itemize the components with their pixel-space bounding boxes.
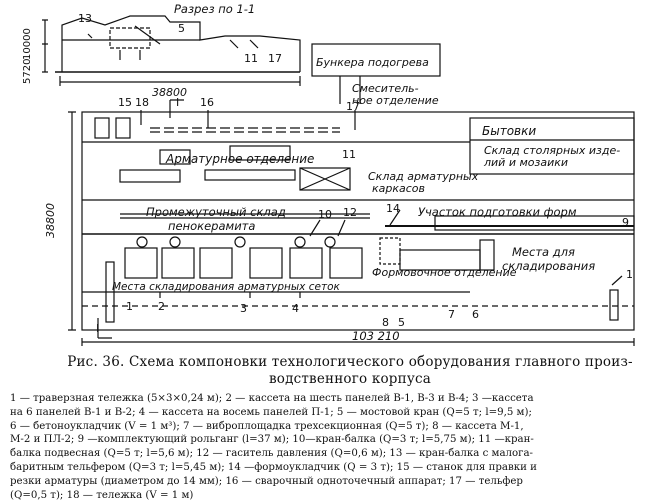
label-8: 8 — [382, 316, 389, 329]
legend-line: М-2 и ПЛ-2; 9 —комплектующий рольганг (l… — [10, 434, 534, 446]
legend-line: на 6 панелей В-1 и В-2; 4 — кассета на в… — [10, 406, 532, 418]
label-11: 11 — [342, 148, 356, 161]
caption-line-1: Рис. 36. Схема компоновки технологическо… — [67, 354, 633, 370]
label-1-right: 1 — [626, 268, 633, 281]
label-10: 10 — [318, 208, 332, 221]
caption-line-2: водственного корпуса — [268, 371, 432, 387]
label-12: 12 — [343, 206, 357, 219]
label-armature: Арматурное отделение — [165, 152, 314, 166]
label-warehouse-frames-1: Склад арматурных — [368, 170, 479, 183]
label-7: 7 — [448, 308, 455, 321]
label-13: 13 — [78, 12, 92, 25]
label-2: 2 — [158, 300, 165, 313]
figure-caption: Рис. 36. Схема компоновки технологическо… — [40, 354, 660, 388]
legend-line: 1 — траверзная тележка (5×3×0,24 м); 2 —… — [10, 393, 534, 404]
legend-line: (Q=0,5 т); 18 — тележка (V = 1 м) — [10, 489, 194, 501]
label-armature-nets-storage: Места складирования арматурных сеток — [112, 281, 341, 293]
label-3: 3 — [240, 302, 247, 315]
dim-plan-depth: 38800 — [44, 203, 57, 238]
section-mark-top: I — [176, 96, 179, 109]
dim-height-1: 10000 — [22, 28, 33, 60]
label-intermediate-1: Промежуточный склад — [146, 205, 286, 219]
label-16: 16 — [200, 96, 214, 109]
label-household: Бытовки — [482, 124, 536, 138]
label-17: 17 — [346, 100, 360, 113]
section-mark-bottom: I — [96, 322, 99, 335]
label-bunker: Бункера подогрева — [316, 56, 429, 69]
label-warehouse-carpentry-2: лий и мозаики — [483, 156, 568, 169]
label-1-left: 1 — [126, 300, 133, 313]
plan-view — [68, 99, 635, 346]
label-mixing-2: ное отделение — [352, 94, 439, 107]
dim-plan-length: 103 210 — [352, 329, 400, 343]
dim-height-2: 5720 — [22, 59, 33, 84]
label-5-section: 5 — [178, 22, 185, 35]
label-9: 9 — [622, 216, 629, 229]
label-warehouse-carpentry-1: Склад столярных изде- — [484, 144, 620, 157]
label-warehouse-frames-2: каркасов — [372, 182, 425, 195]
label-11-section: 11 — [244, 52, 258, 65]
label-storage-1: Места для — [512, 245, 575, 259]
legend-line: балка подвесная (Q=5 т; l=5,6 м); 12 — г… — [10, 448, 533, 460]
legend-line: баритным тельфером (Q=3 т; l=5,45 м); 14… — [10, 461, 537, 473]
label-17-section: 17 — [268, 52, 282, 65]
label-15: 15 — [118, 96, 132, 109]
section-title: Разрез по 1-1 — [174, 2, 255, 16]
legend-line: резки арматуры (диаметром до 14 мм); 16 … — [10, 475, 523, 487]
label-storage-2: складирования — [502, 259, 595, 273]
layout-scheme: Разрез по 1-1 13 5 11 17 38800 10000 572… — [22, 2, 635, 346]
label-forming: Формовочное отделение — [372, 266, 517, 279]
label-14: 14 — [386, 202, 400, 215]
label-form-prep: Участок подготовки форм — [418, 205, 577, 219]
legend: 1 — траверзная тележка (5×3×0,24 м); 2 —… — [10, 392, 662, 502]
dim-width-section: 38800 — [152, 86, 187, 99]
label-mixing-1: Смеситель- — [352, 82, 419, 95]
legend-line: 6 — бетоноукладчик (V = 1 м³); 7 — вибро… — [10, 420, 524, 432]
label-4: 4 — [292, 302, 299, 315]
label-intermediate-2: пенокерамита — [168, 219, 255, 233]
label-5: 5 — [398, 316, 405, 329]
label-18: 18 — [135, 96, 149, 109]
cross-section — [42, 15, 301, 86]
label-6: 6 — [472, 308, 479, 321]
